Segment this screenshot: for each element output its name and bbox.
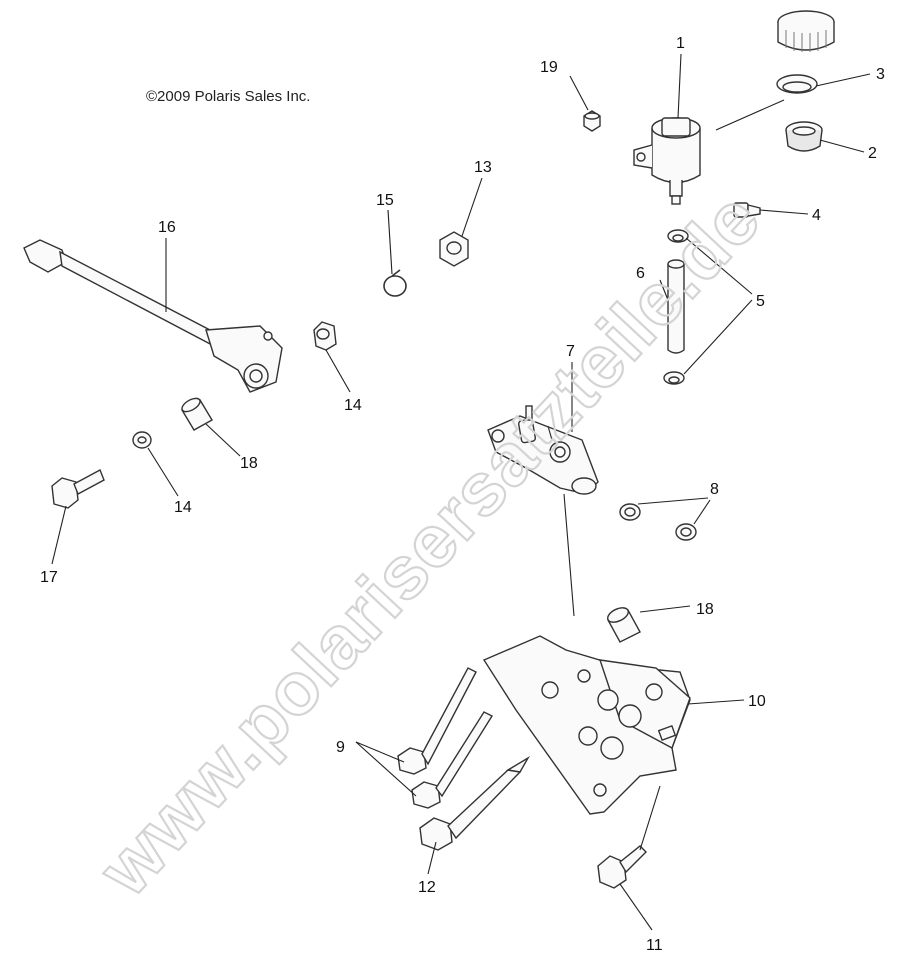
clip-part-15 (383, 269, 407, 297)
nut-part-19 (583, 110, 601, 132)
master-cylinder-part-7 (487, 405, 599, 495)
callout-11: 11 (646, 937, 663, 954)
callout-16: 16 (158, 219, 176, 236)
callout-17: 17 (40, 569, 58, 586)
reservoir-cap (777, 10, 835, 52)
bolt-part-9a (397, 667, 477, 775)
hose-clamp-part-5a (667, 229, 689, 243)
diaphragm-part-3 (776, 74, 818, 94)
callout-10: 10 (748, 693, 766, 710)
hose-part-6 (667, 259, 685, 354)
bolt-part-12 (419, 756, 530, 851)
bolt-part-17 (51, 469, 105, 509)
callout-18-right: 18 (696, 601, 714, 618)
callout-4: 4 (812, 207, 821, 224)
bushing-part-8b (675, 523, 697, 541)
callout-1: 1 (676, 35, 685, 52)
reservoir-part-1 (633, 117, 701, 205)
copyright-notice: ©2009 Polaris Sales Inc. (146, 88, 311, 105)
callout-8: 8 (710, 481, 719, 498)
callout-9: 9 (336, 739, 345, 756)
spacer-part-18b (607, 607, 641, 643)
lever-part-16 (23, 239, 283, 393)
nut-part-13 (439, 231, 469, 267)
hose-clamp-part-5b (663, 371, 685, 385)
callout-6: 6 (636, 265, 645, 282)
spacer-part-18a (181, 397, 213, 431)
bolt-part-4 (733, 202, 761, 218)
callout-12: 12 (418, 879, 436, 896)
bushing-part-8a (619, 503, 641, 521)
callout-3: 3 (876, 66, 885, 83)
leader-lines (51, 53, 871, 931)
bushing-part-14b (132, 431, 152, 449)
bushing-part-14a (313, 321, 337, 351)
bolt-part-9b (411, 711, 494, 809)
callout-15: 15 (376, 192, 394, 209)
callout-2: 2 (868, 145, 877, 162)
seal-part-2 (785, 121, 823, 152)
bolt-part-11 (597, 845, 647, 889)
callout-14-upper: 14 (344, 397, 362, 414)
callout-14-lower: 14 (174, 499, 192, 516)
callout-19: 19 (540, 59, 558, 76)
callout-18-left: 18 (240, 455, 258, 472)
bracket-part-10 (482, 635, 691, 815)
callout-13: 13 (474, 159, 492, 176)
callout-7: 7 (566, 343, 575, 360)
callout-5: 5 (756, 293, 765, 310)
